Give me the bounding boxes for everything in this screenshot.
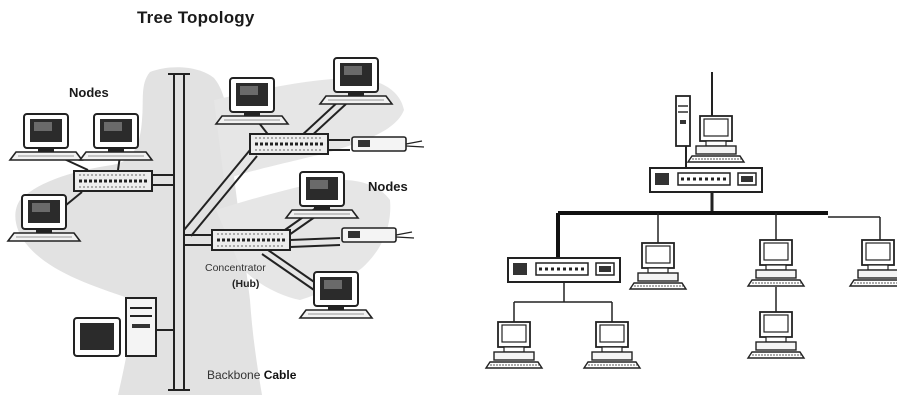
diagram-title: Tree Topology	[137, 8, 255, 27]
connector-plug-icon	[351, 136, 425, 152]
backbone-cable	[168, 73, 190, 391]
computer-icon	[849, 239, 897, 287]
root-workstation	[675, 95, 745, 163]
tree-background-shape	[15, 67, 263, 395]
hub-icon	[248, 132, 330, 156]
concentrator-hub-icon	[210, 228, 292, 252]
nodes-label-right: Nodes	[368, 179, 408, 194]
computer-icon	[629, 242, 687, 290]
hub-icon	[648, 166, 764, 194]
concentrator-label: Concentrator	[205, 262, 266, 274]
hub-label: (Hub)	[232, 278, 260, 290]
computer-icon	[485, 321, 543, 369]
hub-icon	[506, 256, 622, 284]
backbone-cable-label: Backbone Cable	[207, 368, 296, 382]
computer-icon	[9, 113, 83, 161]
backbone-label-part2: Cable	[263, 368, 297, 382]
nodes-label-top: Nodes	[69, 85, 109, 100]
backbone-label-part1: Backbone	[207, 368, 261, 382]
hub-icon	[72, 169, 154, 193]
connector-plug-icon	[341, 227, 415, 243]
tree-network-diagram	[485, 72, 897, 369]
computer-icon	[747, 311, 805, 359]
computer-icon	[747, 239, 805, 287]
computer-icon	[583, 321, 641, 369]
server-computer	[73, 297, 174, 357]
tree-topology-diagram	[7, 57, 425, 395]
computer-icon	[687, 115, 745, 163]
